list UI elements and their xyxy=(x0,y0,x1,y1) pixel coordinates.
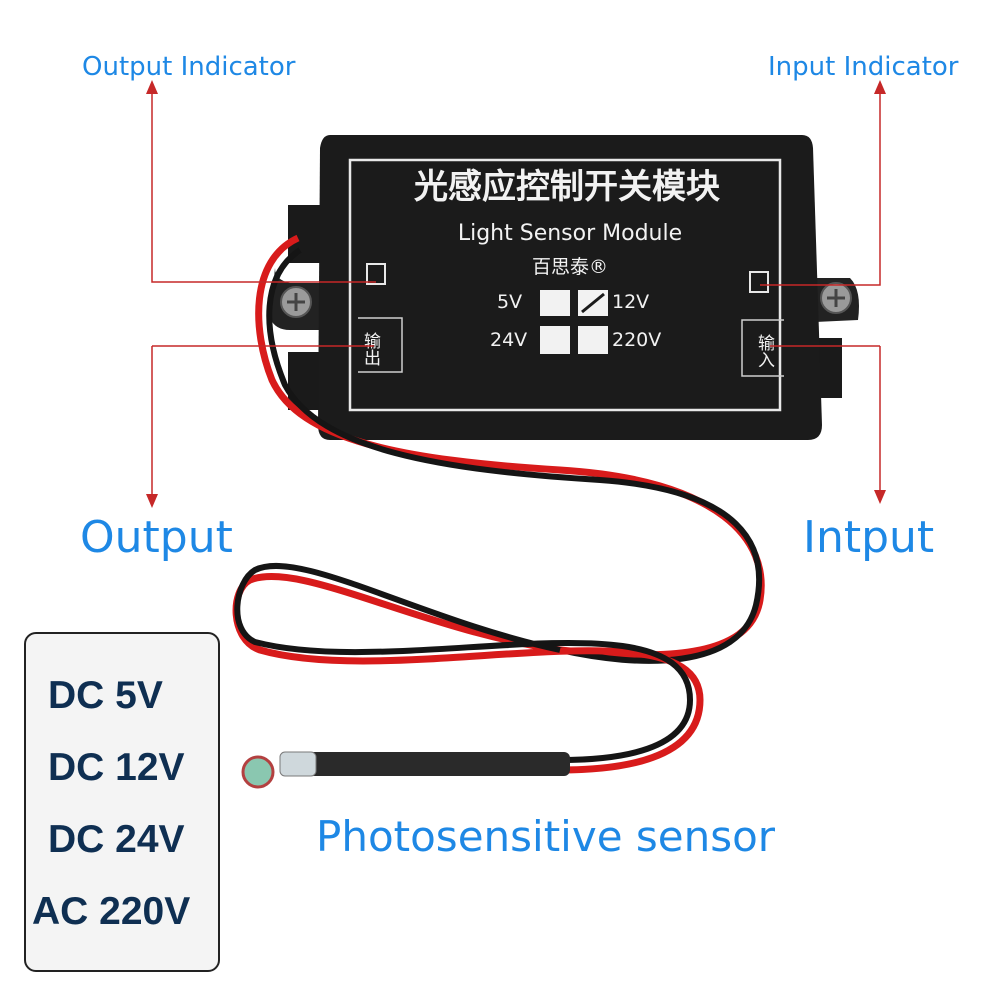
voltage-options-box: DC 5V DC 12V DC 24V AC 220V xyxy=(24,632,220,972)
input-indicator-line xyxy=(760,88,881,286)
sensor-label: Photosensitive sensor xyxy=(316,812,776,861)
voltage-option: AC 220V xyxy=(32,890,191,933)
volt-5-label: 5V xyxy=(497,291,522,313)
input-indicator-label: Input Indicator xyxy=(768,52,959,82)
module-title-en: Light Sensor Module xyxy=(458,221,682,246)
volt-220-label: 220V xyxy=(612,329,661,351)
port-in-label: 输入 xyxy=(754,334,775,368)
arrow-up-icon xyxy=(146,80,158,94)
volt-24-label: 24V xyxy=(490,329,527,351)
port-out-label: 输出 xyxy=(360,332,381,366)
sensor-sleeve xyxy=(290,752,570,776)
jumper-12v-check-icon xyxy=(581,292,605,314)
jumper-5v xyxy=(540,290,570,316)
jumper-24v xyxy=(540,326,570,354)
volt-12-label: 12V xyxy=(612,291,649,313)
callout-arrows xyxy=(146,80,886,508)
jumper-220v xyxy=(578,326,608,354)
output-indicator-line xyxy=(151,88,376,283)
black-wire xyxy=(266,247,763,664)
callout-lines xyxy=(151,88,881,500)
input-indicator-led xyxy=(749,271,769,293)
arrow-up-icon xyxy=(874,80,886,94)
module-brand: 百思泰® xyxy=(532,256,608,278)
voltage-option: DC 12V xyxy=(48,746,185,789)
input-label: Intput xyxy=(803,512,935,563)
voltage-option: DC 24V xyxy=(48,818,185,861)
arrow-down-icon xyxy=(146,494,158,508)
arrow-down-icon xyxy=(874,490,886,504)
photoresistor-icon xyxy=(241,755,275,789)
sensor-connector xyxy=(279,751,317,777)
output-indicator-label: Output Indicator xyxy=(82,52,296,82)
module-title-cn: 光感应控制开关模块 xyxy=(414,167,720,207)
output-indicator-led xyxy=(366,263,386,285)
voltage-option: DC 5V xyxy=(48,674,163,717)
output-label: Output xyxy=(80,512,233,563)
module-body xyxy=(318,135,822,440)
